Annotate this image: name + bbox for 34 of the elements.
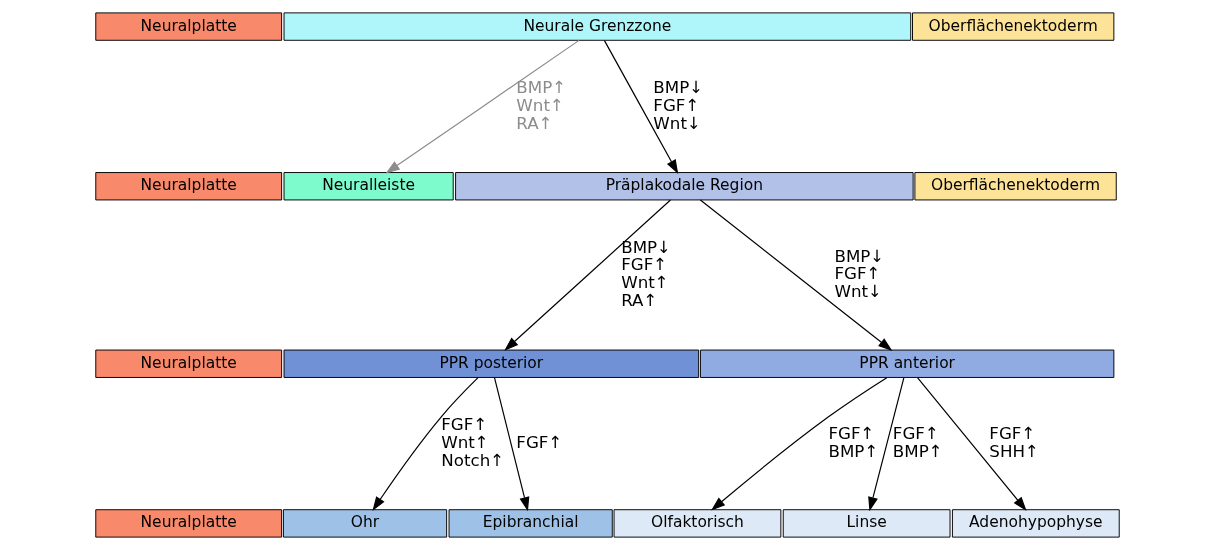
arrow <box>603 40 679 174</box>
node-box: Ohr <box>282 509 448 538</box>
node-box: Präplakodale Region <box>455 172 914 201</box>
node-box: PPR posterior <box>283 349 700 378</box>
node-box: Neuralplatte <box>95 12 283 41</box>
node-box: Neurale Grenzzone <box>283 12 912 41</box>
edge-label: FGF↑ SHH↑ <box>989 424 1039 461</box>
arrow <box>711 377 888 511</box>
arrow <box>372 377 479 511</box>
node-box: Neuralplatte <box>95 172 283 201</box>
node-box: Neuralleiste <box>283 172 454 201</box>
node-box: Neuralplatte <box>95 509 283 538</box>
arrow <box>868 377 905 512</box>
arrow <box>917 377 1027 511</box>
node-box: Neuralplatte <box>95 349 283 378</box>
edge-label: BMP↓ FGF↑ Wnt↑ RA↑ <box>621 237 672 311</box>
edge-label: BMP↓ FGF↑ Wnt↓ <box>834 246 885 302</box>
node-box: Epibranchial <box>448 509 613 538</box>
node-box: PPR anterior <box>699 349 1115 378</box>
edge-label: BMP↓ FGF↑ Wnt↓ <box>653 77 704 133</box>
node-box: Olfaktorisch <box>613 509 782 538</box>
node-box: Linse <box>782 509 951 538</box>
edge-label: BMP↑ Wnt↑ RA↑ <box>516 77 567 133</box>
arrow <box>493 377 530 512</box>
edge-label: FGF↑ BMP↑ <box>828 424 879 461</box>
arrow <box>385 39 580 174</box>
edge-label: FGF↑ BMP↑ <box>892 424 943 461</box>
node-box: Adenohypophyse <box>951 509 1120 538</box>
arrow <box>699 199 893 351</box>
node-box: Oberflächenektoderm <box>914 172 1117 201</box>
node-box: Oberflächenektoderm <box>912 12 1115 41</box>
edge-label: FGF↑ <box>516 433 563 452</box>
arrow <box>504 199 672 351</box>
edge-label: FGF↑ Wnt↑ Notch↑ <box>441 415 505 470</box>
